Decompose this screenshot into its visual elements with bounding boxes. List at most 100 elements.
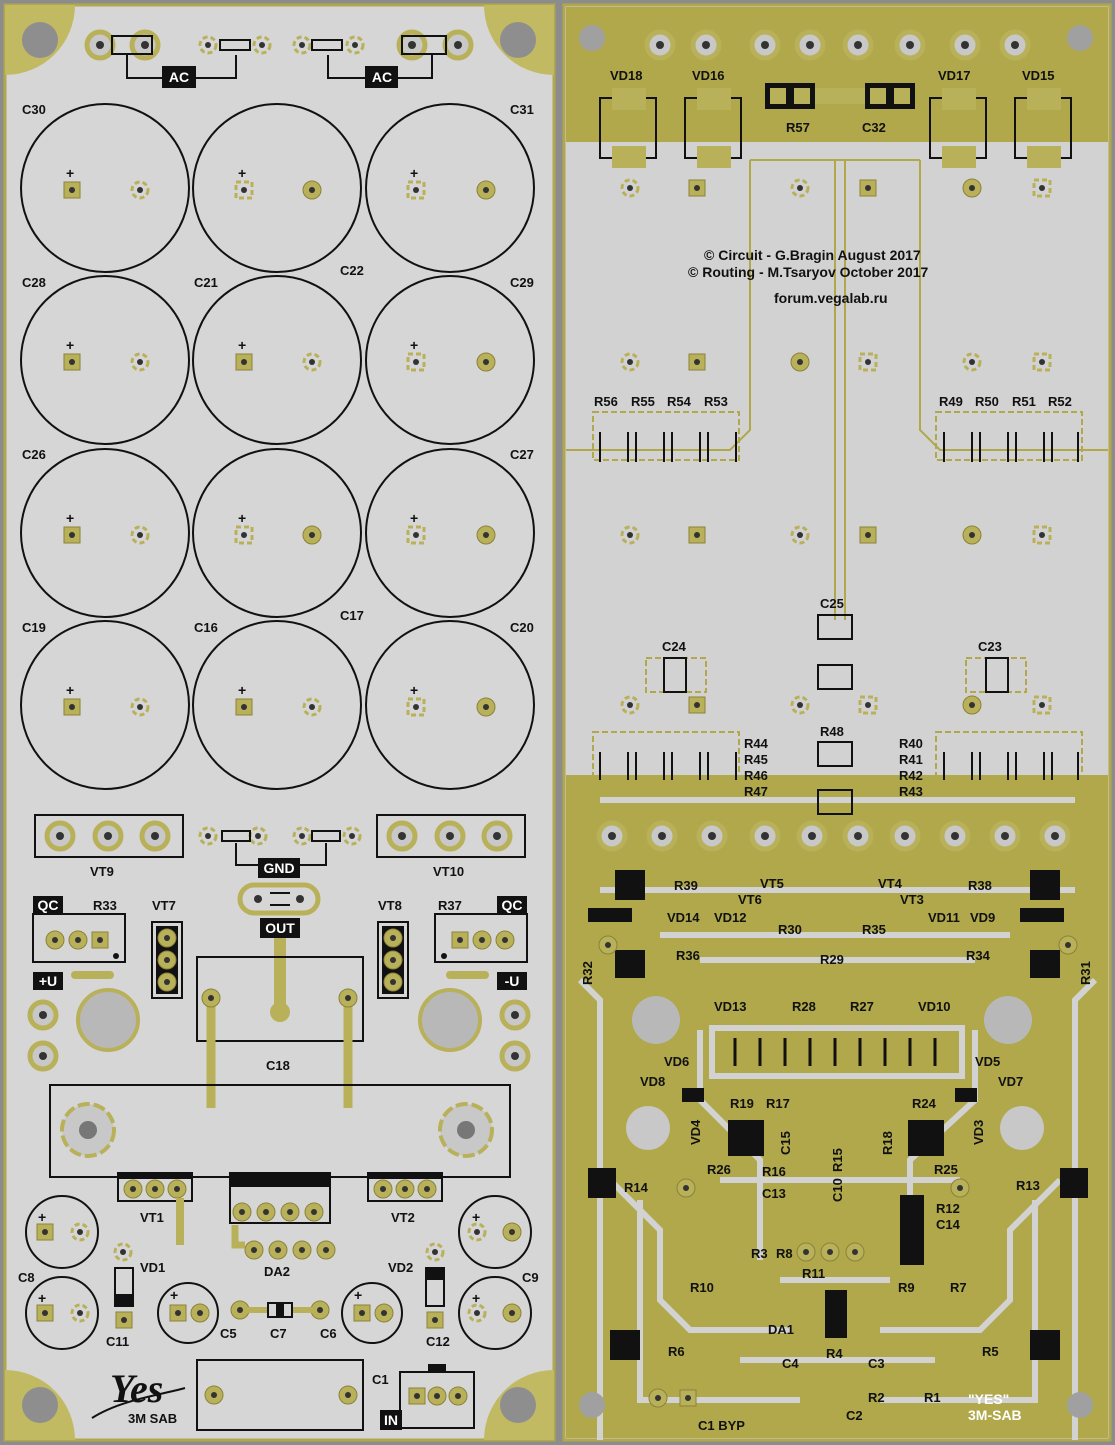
qc-tag-bg-left — [33, 896, 63, 914]
plus-mark: + — [238, 682, 246, 698]
label-vd5: VD5 — [975, 1054, 1000, 1069]
mounting-hole-icon — [500, 1387, 536, 1423]
label-vd15: VD15 — [1022, 68, 1055, 83]
label-r47: R47 — [744, 784, 768, 799]
label-c13: C13 — [762, 1186, 786, 1201]
c18-footprint — [196, 956, 364, 1108]
label-c11: C11 — [106, 1334, 129, 1349]
label-vt10: VT10 — [433, 864, 464, 879]
copper-bottom-area — [566, 775, 1108, 1438]
label-c3: C3 — [868, 1356, 885, 1371]
signature-yes: "YES" — [968, 1391, 1009, 1407]
mounting-hole-icon — [22, 1387, 58, 1423]
forum-link: forum.vegalab.ru — [774, 290, 888, 306]
plus-u-tag: +U — [39, 973, 57, 989]
plus-u-tag-bg — [33, 972, 63, 990]
label-c15: C15 — [778, 1131, 793, 1155]
in-connector — [399, 1364, 475, 1429]
label-r19: R19 — [730, 1096, 754, 1111]
label-vd9: VD9 — [970, 910, 995, 925]
da2-footprint — [229, 1172, 336, 1260]
label-c24: C24 — [662, 639, 687, 654]
plus-mark: + — [66, 682, 74, 698]
vt8-footprint — [377, 921, 409, 999]
label-vt1: VT1 — [140, 1210, 164, 1225]
mounting-hole-icon — [1067, 1392, 1093, 1418]
label-c2: C2 — [846, 1408, 863, 1423]
label-vd14: VD14 — [667, 910, 700, 925]
qc-tag-bg-right — [497, 896, 527, 914]
label-c8: C8 — [18, 1270, 35, 1285]
plus-mark: + — [238, 337, 246, 353]
label-r27: R27 — [850, 999, 874, 1014]
label-vt8: VT8 — [378, 898, 402, 913]
label-r50: R50 — [975, 394, 999, 409]
label-r10: R10 — [690, 1280, 714, 1295]
label-r43: R43 — [899, 784, 923, 799]
label-vd4: VD4 — [688, 1119, 703, 1145]
plus-mark: + — [170, 1287, 178, 1303]
heatsink-holes — [76, 988, 482, 1052]
signature-3msab: 3M-SAB — [968, 1407, 1022, 1423]
label-c31: C31 — [510, 102, 534, 117]
bottom-connector — [196, 1359, 364, 1431]
label-r32: R32 — [580, 961, 595, 985]
label-c4: C4 — [782, 1356, 799, 1371]
label-c32: C32 — [862, 120, 886, 135]
label-vt6: VT6 — [738, 892, 762, 907]
label-vd17: VD17 — [938, 68, 971, 83]
label-c1: C1 — [372, 1372, 389, 1387]
label-r13: R13 — [1016, 1178, 1040, 1193]
mounting-hole-icon — [1067, 25, 1093, 51]
vt9-footprint — [34, 814, 184, 858]
label-c23: C23 — [978, 639, 1002, 654]
r57-c32-footprints — [765, 83, 915, 109]
ac-connector-left — [87, 32, 272, 88]
r37-footprint — [434, 913, 528, 979]
label-r18: R18 — [880, 1131, 895, 1155]
label-c19: C19 — [22, 620, 46, 635]
logo-caption: 3M SAB — [128, 1411, 177, 1426]
label-r29: R29 — [820, 952, 844, 967]
label-r37: R37 — [438, 898, 462, 913]
label-c25: C25 — [820, 596, 844, 611]
qc-tag-left: QC — [38, 897, 59, 913]
label-vd2: VD2 — [388, 1260, 413, 1275]
vt10-footprint — [376, 814, 526, 858]
resistor-arrays-top — [592, 411, 1083, 462]
label-r55: R55 — [631, 394, 655, 409]
label-r46: R46 — [744, 768, 768, 783]
label-r1: R1 — [924, 1390, 941, 1405]
minus-u-tag: -U — [505, 973, 520, 989]
in-tag: IN — [384, 1412, 398, 1428]
label-r57: R57 — [786, 120, 810, 135]
vd2-footprint — [425, 1242, 445, 1329]
plus-mark: + — [238, 510, 246, 526]
label-c30: C30 — [22, 102, 46, 117]
vd1-footprint — [113, 1242, 134, 1329]
c24-c23-footprints — [645, 657, 1027, 693]
label-c9: C9 — [522, 1270, 539, 1285]
label-c22: C22 — [340, 263, 364, 278]
label-r8: R8 — [776, 1246, 793, 1261]
label-r56: R56 — [594, 394, 618, 409]
label-c1-byp: C1 BYP — [698, 1418, 745, 1433]
vt1-footprint — [117, 1172, 193, 1245]
plus-mark: + — [410, 682, 418, 698]
out-connector — [237, 882, 321, 1010]
label-r2: R2 — [868, 1390, 885, 1405]
label-r9: R9 — [898, 1280, 915, 1295]
label-c17: C17 — [340, 608, 364, 623]
label-da1: DA1 — [768, 1322, 794, 1337]
label-c28: C28 — [22, 275, 46, 290]
small-caps — [25, 1195, 532, 1350]
vt2-footprint — [367, 1172, 443, 1202]
plus-mark: + — [66, 337, 74, 353]
label-c6: C6 — [320, 1326, 337, 1341]
label-c7: C7 — [270, 1326, 287, 1341]
mounting-hole-icon — [22, 22, 58, 58]
top-diode-pads — [612, 88, 1061, 168]
label-r33: R33 — [93, 898, 117, 913]
label-c12: C12 — [426, 1334, 450, 1349]
label-c26: C26 — [22, 447, 46, 462]
